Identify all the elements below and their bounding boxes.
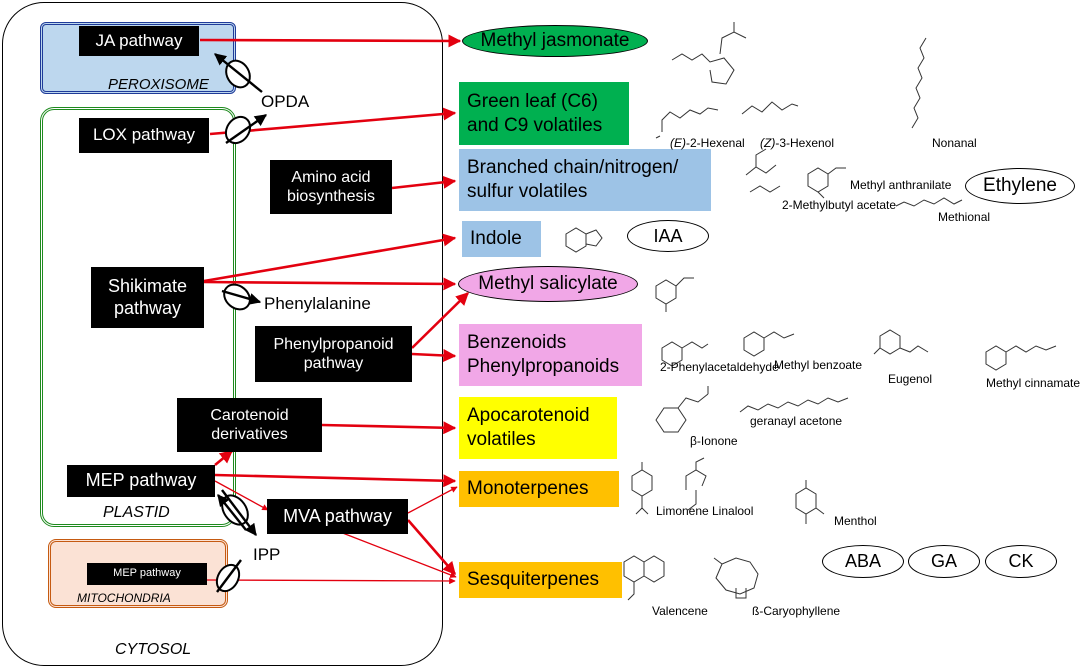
ga-ellipse: GA [908, 545, 980, 578]
z3-hexenol-label: (Z)-3-Hexenol [760, 136, 834, 150]
transporter-plastid-shikimate [221, 283, 262, 311]
methyl-jasmonate-structure [671, 22, 747, 85]
arrow-mva-to-monoterpenes [407, 486, 458, 514]
arrow-mep-mito-to-sesquiterpenes [206, 577, 456, 585]
geranyl-acetone-structure [739, 397, 849, 413]
caryophyllene-label: ß-Caryophyllene [752, 604, 841, 618]
e2-hexenal-label: (E)-2-Hexenal [670, 136, 745, 150]
methyl-cinnamate-label: Methyl cinnamate [986, 376, 1081, 390]
e2-hexenal-structure [655, 107, 719, 139]
transporter-peroxisome [214, 53, 263, 93]
arrow-phenylpropanoid-to-methyl-salicylate [411, 292, 469, 349]
phenylacetaldehyde-structure [661, 341, 709, 367]
arrow-mep-to-monoterpenes [214, 473, 457, 488]
beta-ionone-structure [655, 386, 709, 433]
methyl-cinnamate-structure [985, 345, 1057, 371]
linalool-label: Linalool [712, 504, 754, 518]
arrow-shikimate-to-methyl-salicylate [203, 277, 457, 291]
z3-hexenol-name: -3-Hexenol [775, 136, 835, 150]
geranyl-acetone-label: geranayl acetone [750, 414, 843, 428]
arrow-carotenoid-to-apocarotenoid [321, 421, 457, 435]
ipp-label: IPP [253, 545, 281, 564]
amino-acid-box: Amino acid biosynthesis [270, 160, 392, 214]
plastid-label: PLASTID [103, 504, 170, 521]
linalool-structure [685, 457, 707, 511]
monoterpenes-box: Monoterpenes [459, 471, 619, 507]
arrow-mva-to-sesquiterpenes [407, 519, 456, 575]
methyl-salicylate-ellipse: Methyl salicylate [458, 266, 638, 302]
ethylene-ellipse: Ethylene [965, 168, 1075, 204]
shikimate-pathway-box: Shikimate pathway [91, 267, 204, 328]
iaa-ellipse: IAA [627, 220, 709, 252]
methyl-anthranilate-structure [807, 167, 846, 199]
arrow-amino-to-branched [391, 175, 457, 190]
e2-hexenal-name: -2-Hexenal [686, 136, 745, 150]
methyl-salicylate-structure [655, 277, 694, 312]
valencene-label: Valencene [652, 604, 708, 618]
arrow-lox-to-green-leaf [209, 107, 457, 136]
methional-structure [895, 197, 963, 207]
transporter-mitochondria [215, 559, 242, 593]
ck-ellipse: CK [985, 545, 1057, 578]
cytosol-label: CYTOSOL [115, 641, 192, 658]
peroxisome-label: PEROXISOME [108, 76, 209, 93]
arrow-shikimate-to-indole [203, 233, 457, 283]
lox-pathway-box: LOX pathway [79, 118, 209, 153]
opda-label: OPDA [261, 92, 310, 111]
mep-pathway-box: MEP pathway [67, 465, 215, 497]
benzenoids-box: Benzenoids Phenylpropanoids [459, 324, 642, 386]
green-leaf-box: Green leaf (C6) and C9 volatiles [459, 82, 629, 145]
transporter-plastid-ipp [217, 489, 257, 536]
methional-label: Methional [938, 210, 991, 224]
arrow-phenylpropanoid-to-benzenoids [411, 348, 457, 362]
arrow-mep-to-carotenoid [214, 449, 234, 467]
menthol-label: Menthol [834, 514, 877, 528]
mva-pathway-box: MVA pathway [267, 499, 408, 534]
nonanal-structure [911, 37, 927, 129]
menthol-structure [795, 480, 825, 524]
methylbutyl-acetate-structure [745, 148, 781, 193]
transporter-plastid-lox [224, 114, 267, 145]
beta-ionone-label: β-Ionone [690, 434, 738, 448]
arrow-mva-to-sesquiterpenes-thin [339, 531, 457, 578]
branched-chain-box: Branched chain/nitrogen/ sulfur volatile… [459, 149, 711, 211]
z3-hexenol-prefix: (Z) [760, 136, 776, 150]
e2-hexenal-prefix: (E) [670, 136, 686, 150]
methyl-jasmonate-ellipse: Methyl jasmonate [462, 25, 648, 57]
z3-hexenol-structure [741, 101, 799, 115]
indole-box: Indole [462, 221, 541, 257]
phenylacetaldehyde-label: 2-Phenylacetaldehyde [660, 360, 779, 374]
limonene-structure [631, 462, 653, 515]
sesquiterpenes-box: Sesquiterpenes [459, 562, 622, 598]
phenylpropanoid-box: Phenylpropanoid pathway [255, 326, 412, 382]
limonene-label: Limonene [656, 504, 709, 518]
methyl-benzoate-structure [743, 331, 795, 357]
nonanal-label: Nonanal [932, 136, 977, 150]
arrow-ja-to-methyl-jasmonate [199, 34, 462, 48]
eugenol-structure [873, 329, 929, 355]
plastid-compartment [40, 107, 236, 527]
valencene-structure [623, 555, 665, 601]
ja-pathway-box: JA pathway [79, 26, 199, 56]
carotenoid-box: Carotenoid derivatives [177, 398, 322, 452]
eugenol-label: Eugenol [888, 372, 933, 386]
apocarotenoid-box: Apocarotenoid volatiles [459, 397, 617, 459]
aba-ellipse: ABA [822, 545, 904, 578]
cytosol-compartment [2, 2, 443, 666]
methyl-benzoate-label: Methyl benzoate [774, 358, 863, 372]
caryophyllene-structure [713, 557, 759, 599]
indole-structure [565, 227, 603, 253]
mitochondria-label: MITOCHONDRIA [77, 591, 171, 605]
methyl-anthranilate-label: Methyl anthranilate [850, 178, 952, 192]
arrow-mep-to-mva [214, 480, 269, 511]
mep-mito-box: MEP pathway [87, 563, 207, 585]
methylbutyl-acetate-label: 2-Methylbutyl acetate [782, 198, 897, 212]
phenylalanine-label: Phenylalanine [264, 294, 371, 313]
